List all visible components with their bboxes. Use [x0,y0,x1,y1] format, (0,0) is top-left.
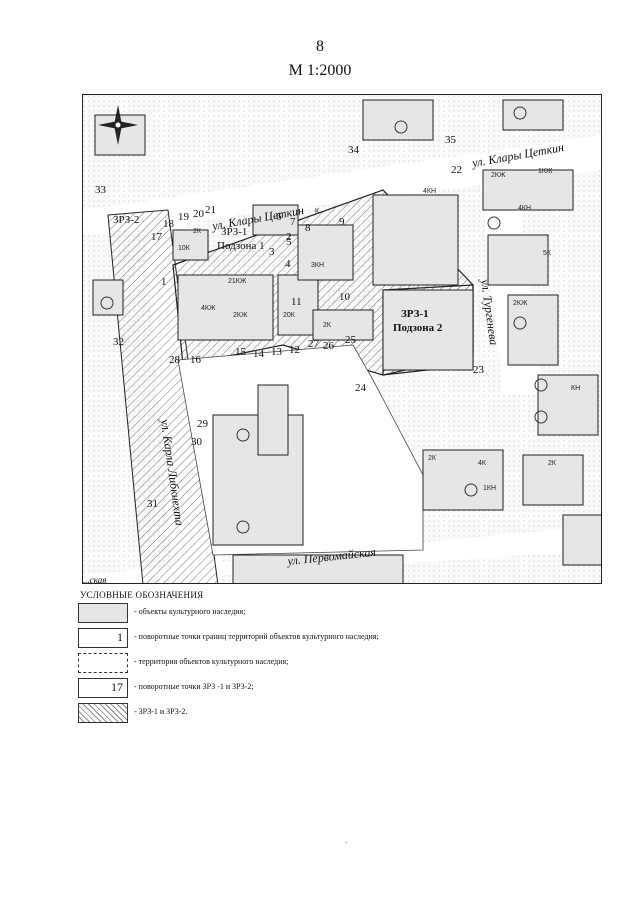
building-label: 3КН [311,262,324,269]
buildings [92,99,601,583]
legend-swatch-building [78,603,128,623]
street-klary-tsetkin [83,135,601,235]
point-25: 25 [345,334,357,346]
building-label: 1КЖ [538,168,553,175]
monument-markers [100,106,548,534]
legend-swatch-hatch [78,703,128,723]
building-label: 2К [548,460,557,467]
point-13: 13 [271,346,283,358]
building-labels: 10К 2К 21КЖ 2КЖ 4КЖ 20К 3КН 2К К 4КН 2КЖ… [178,168,580,492]
point-23: 23 [473,364,485,376]
building-label: 2КЖ [513,300,528,307]
footer-mark: - [345,838,348,847]
building-label: 2КЖ [233,312,248,319]
legend-text: - объекты культурного наследия; [134,607,246,616]
zone-zrz2-hatch [107,209,219,583]
point-12: 12 [289,344,300,356]
point-14: 14 [253,348,265,360]
building-label: 10К [178,245,191,252]
building-label: КН [571,385,580,392]
point-20: 20 [193,208,205,220]
point-29: 29 [197,418,209,430]
zone-label-zrz1-sub2-sub: Подзона 2 [393,322,443,334]
point-31: 31 [147,498,158,510]
building-label: 2КЖ [491,172,506,179]
legend-text: - ЗРЗ-1 и ЗРЗ-2. [134,707,188,716]
point-7: 7 [290,216,296,228]
point-11: 11 [291,296,302,308]
point-5: 5 [286,236,292,248]
point-33: 33 [95,184,107,196]
point-28: 28 [169,354,181,366]
building-label: 5К [543,250,552,257]
compass-rose-icon [98,105,138,145]
point-32: 32 [113,336,124,348]
legend-num: 17 [111,680,123,694]
point-17: 17 [151,231,163,243]
point-30: 30 [191,436,203,448]
legend-swatch-point: 1 [78,628,128,648]
legend-swatch-territory [78,653,128,673]
legend-text: - поворотные точки границ территорий объ… [134,632,379,641]
point-16: 16 [190,354,202,366]
building-label: 2К [193,228,202,235]
legend-text: - территория объектов культурного наслед… [134,657,289,666]
point-21: 21 [205,204,216,216]
point-15: 15 [235,346,247,358]
point-19: 19 [178,211,190,223]
building-label: 1КН [483,485,496,492]
point-3: 3 [269,246,275,258]
point-22: 22 [451,164,462,176]
point-35: 35 [445,134,457,146]
point-2: 2 [286,231,292,243]
point-26: 26 [323,340,335,352]
building-label: 4КЖ [201,305,216,312]
building-label: 4К [478,460,487,467]
point-6: 6 [276,211,282,223]
street-label-bottom-left: ...ская [83,575,106,584]
building-label: 21КЖ [228,278,247,285]
building-label: 20К [283,312,296,319]
point-24: 24 [355,382,367,394]
point-4: 4 [285,258,291,270]
legend-num: 1 [117,630,123,644]
building-label: 4КН [423,188,436,195]
building-label: К [315,208,320,215]
map-scale: М 1:2000 [288,62,352,79]
point-8: 8 [305,222,311,234]
zone-label-zrz1-sub2-title: ЗРЗ-1 [401,308,429,320]
page-number: 8 [316,38,324,55]
point-34: 34 [348,144,360,156]
point-1: 1 [161,276,167,288]
legend-swatch-zrz-point: 17 [78,678,128,698]
point-10: 10 [339,291,351,303]
map-canvas: ул. Клары Цеткин ул. Клары Цеткин ул. Ту… [83,95,601,584]
point-18: 18 [163,218,175,230]
point-9: 9 [339,216,345,228]
building-label: 2К [323,322,332,329]
point-27: 27 [308,338,320,350]
building-label: 4КН [518,205,531,212]
cadastral-map[interactable]: ул. Клары Цеткин ул. Клары Цеткин ул. Ту… [82,94,602,584]
zone-label-zrz1-sub1-title: ЗРЗ-1 [221,226,247,238]
zone-label-zrz2: ЗРЗ-2 [113,214,139,226]
zone-label-zrz1-sub1-sub: Подзона 1 [217,240,265,252]
legend-title: УСЛОВНЫЕ ОБОЗНАЧЕНИЯ [80,590,204,600]
legend-text: - поворотные точки ЗРЗ -1 и ЗРЗ-2; [134,682,254,691]
point-numbers: 1 2 3 4 5 6 7 8 9 10 11 12 13 14 15 16 1… [95,134,485,510]
building-label: 2К [428,455,437,462]
